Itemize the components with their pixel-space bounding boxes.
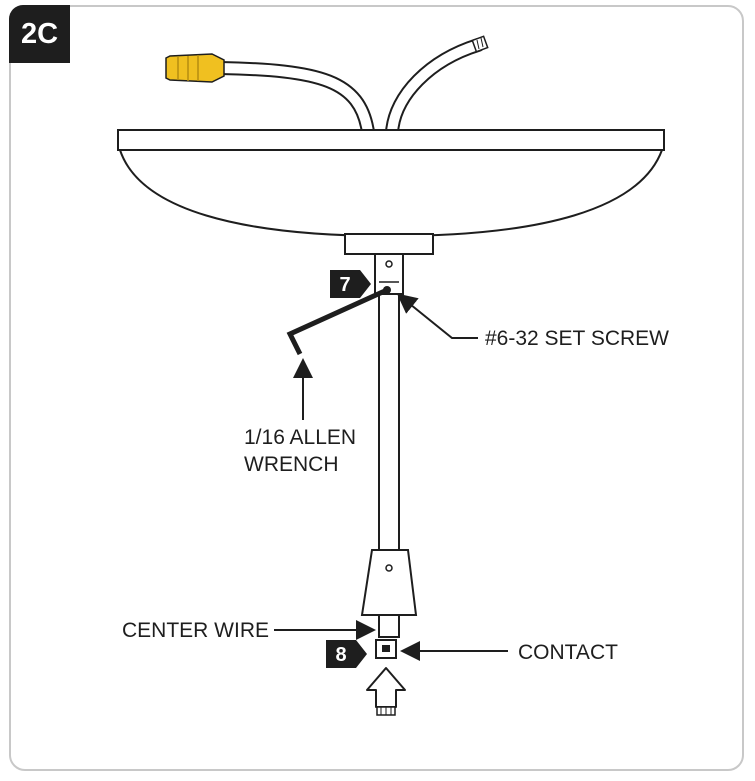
supply-wires (213, 35, 489, 139)
canopy (117, 129, 665, 255)
callout-7-number: 7 (339, 274, 350, 296)
callout-7: 7 (330, 270, 371, 298)
figure-frame (9, 5, 744, 771)
callout-8-number: 8 (335, 644, 346, 666)
allen-wrench-icon (286, 287, 389, 356)
set-screw-label: #6-32 SET SCREW (485, 327, 669, 350)
allen-wrench-label-line2: WRENCH (244, 453, 339, 476)
contact-label: CONTACT (518, 641, 618, 664)
insert-up-arrow-icon (366, 667, 406, 716)
wire-nut-icon (165, 53, 225, 83)
socket-housing (360, 549, 418, 638)
downrod (374, 253, 404, 551)
center-wire-label: CENTER WIRE (122, 619, 269, 642)
step-badge: 2C (9, 5, 70, 63)
allen-wrench-label-line1: 1/16 ALLEN (244, 426, 356, 449)
contact-icon (375, 639, 397, 659)
set-screw-leader (396, 293, 478, 339)
callout-8: 8 (326, 640, 367, 668)
